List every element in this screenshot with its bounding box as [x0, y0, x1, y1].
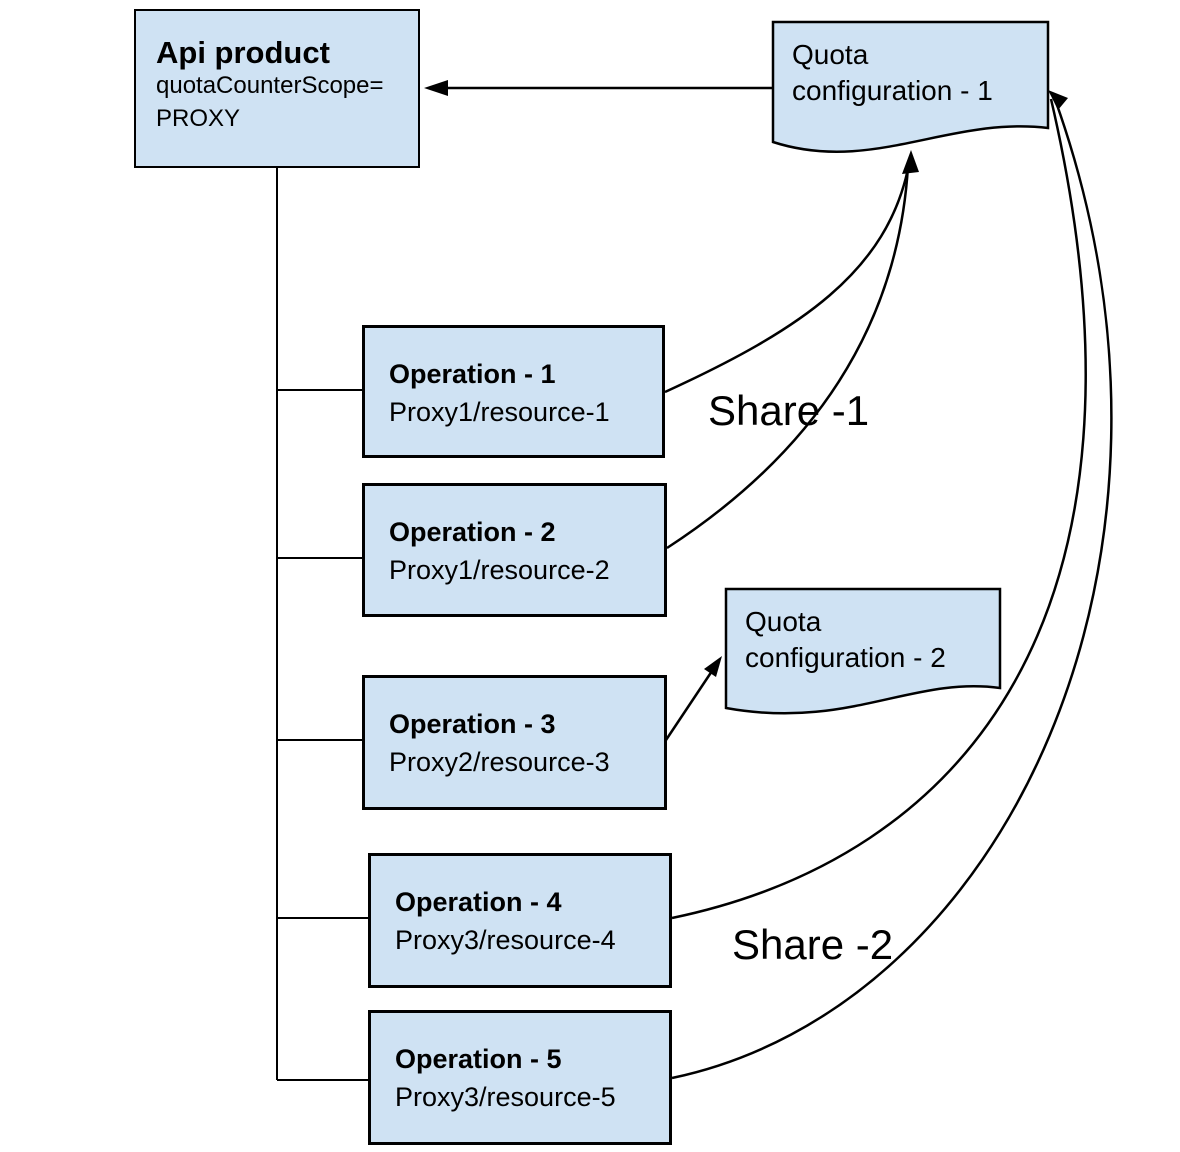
arrowhead-qc1-to-api [424, 80, 448, 96]
quota-config-2-line1: Quota [745, 606, 822, 637]
operation-2-node: Operation - 2 Proxy1/resource-2 [362, 483, 667, 617]
arrowhead-qc1-bottom [902, 150, 919, 174]
operation-5-path: Proxy3/resource-5 [395, 1082, 616, 1112]
operation-4-node: Operation - 4 Proxy3/resource-4 [368, 853, 672, 988]
operation-4-title: Operation - 4 [395, 887, 562, 917]
share-1-edge-label: Share -1 [708, 387, 870, 434]
quota-config-2-line2: configuration - 2 [745, 642, 946, 673]
operation-1-title: Operation - 1 [389, 359, 556, 389]
operation-3-node: Operation - 3 Proxy2/resource-3 [362, 675, 667, 810]
operation-1-node: Operation - 1 Proxy1/resource-1 [362, 325, 665, 458]
edge-op1-to-qc1 [664, 163, 911, 394]
operation-4-path: Proxy3/resource-4 [395, 925, 616, 955]
edge-op3-to-qc2 [664, 667, 716, 741]
share-2-edge-label: Share -2 [732, 921, 894, 968]
quota-config-1-line2: configuration - 1 [792, 75, 993, 106]
operation-1-path: Proxy1/resource-1 [389, 397, 610, 427]
api-product-quota-scope: quotaCounterScope= [156, 72, 384, 99]
operation-2-title: Operation - 2 [389, 517, 556, 547]
edge-op5-to-qc1 [671, 101, 1113, 1080]
operation-2-path: Proxy1/resource-2 [389, 555, 610, 585]
operation-3-title: Operation - 3 [389, 709, 556, 739]
operation-5-node: Operation - 5 Proxy3/resource-5 [368, 1010, 672, 1145]
quota-config-2-shape [724, 587, 1002, 715]
arrowhead-qc1-right [1048, 90, 1068, 110]
edge-op2-to-qc1 [666, 165, 910, 550]
quota-config-1-shape [771, 20, 1050, 154]
operation-5-title: Operation - 5 [395, 1044, 562, 1074]
edge-op4-to-qc1 [671, 98, 1087, 920]
quota-config-1-line1: Quota [792, 39, 869, 70]
arrowhead-qc2-left [704, 656, 722, 677]
api-product-title: Api product [156, 35, 330, 70]
quota-config-1-label: Quota configuration - 1 [792, 37, 993, 109]
quota-config-2-label: Quota configuration - 2 [745, 604, 946, 676]
api-product-quota-scope-value: PROXY [156, 105, 241, 132]
operation-3-path: Proxy2/resource-3 [389, 747, 610, 777]
api-product-node: Api product quotaCounterScope= PROXY [134, 9, 420, 168]
